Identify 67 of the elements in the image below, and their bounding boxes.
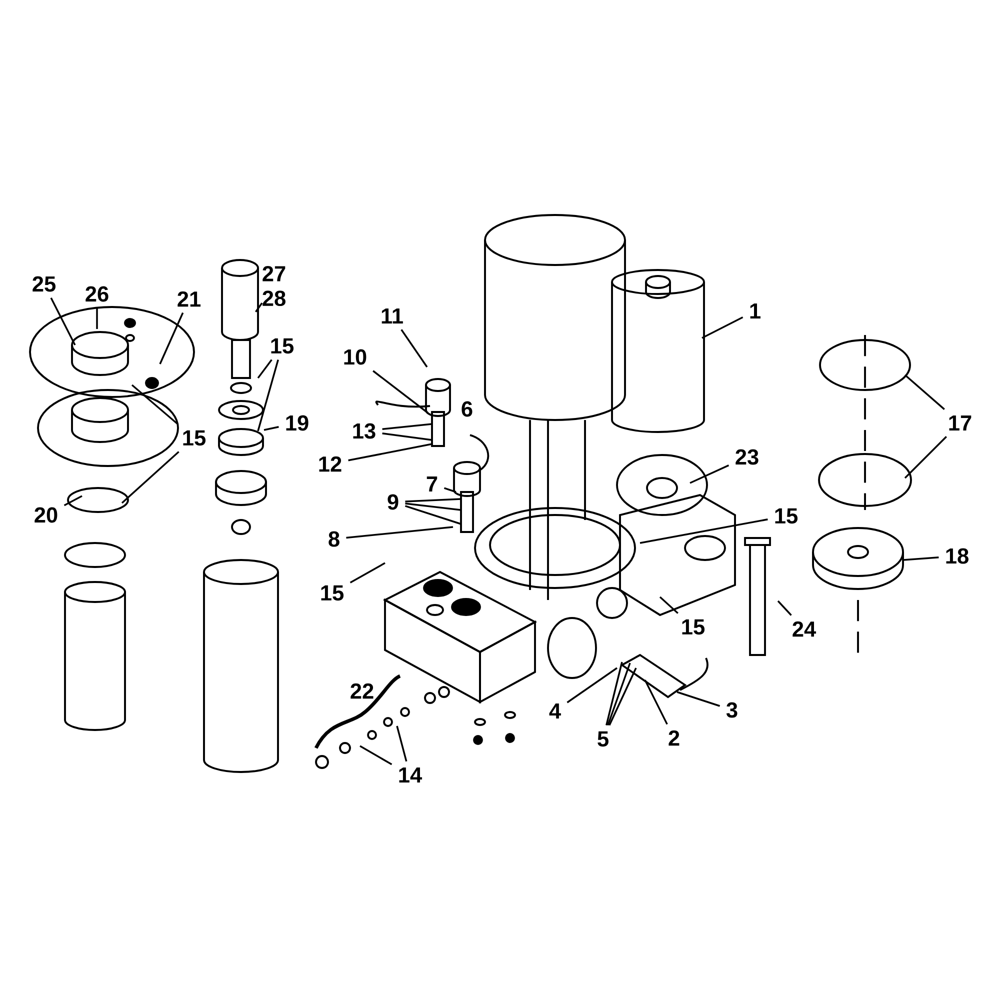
callout-number: 19 <box>286 415 308 431</box>
leader-line <box>159 312 184 364</box>
leader-line <box>257 360 279 432</box>
callout-number: 15 <box>271 338 294 354</box>
callout-number: 8 <box>328 531 340 547</box>
callout-number: 22 <box>350 683 374 699</box>
leader-line <box>382 423 432 430</box>
callout-number: 13 <box>353 423 376 439</box>
callout-number: 27 28 <box>262 266 286 306</box>
leader-line <box>659 596 678 614</box>
leader-line <box>676 691 720 707</box>
leader-line <box>606 662 623 726</box>
callout-number: 26 <box>86 286 108 302</box>
callout-number: 9 <box>388 494 398 510</box>
callout-number: 6 <box>462 401 472 417</box>
leader-line <box>257 359 272 379</box>
leader-line <box>396 726 408 762</box>
callout-number: 15 <box>183 430 206 446</box>
callout-number: 3 <box>726 702 738 718</box>
callout-number: 17 <box>949 416 972 430</box>
leader-line <box>444 487 456 493</box>
callout-number: 24 <box>792 621 816 637</box>
callout-number: 15 <box>682 619 705 635</box>
leader-line <box>405 502 462 511</box>
leader-line <box>566 667 618 704</box>
leader-line <box>607 662 631 726</box>
callout-number: 12 <box>319 456 342 472</box>
leader-line <box>608 668 637 726</box>
leader-line <box>690 464 730 484</box>
callout-number: 25 <box>32 276 56 292</box>
leader-line <box>702 316 744 339</box>
callout-number: 2 <box>668 730 680 746</box>
leader-line <box>777 600 792 616</box>
leader-line <box>50 297 76 346</box>
leader-line <box>64 495 82 506</box>
callout-number: 11 <box>382 308 403 324</box>
leader-line <box>131 384 178 425</box>
callout-number: 15 <box>775 508 798 524</box>
leader-line <box>264 426 279 431</box>
callout-number: 21 <box>178 291 201 307</box>
leader-line <box>405 498 462 502</box>
leader-line <box>902 556 939 561</box>
callout-number: 7 <box>426 476 438 492</box>
leader-line <box>350 562 386 584</box>
callout-number: 18 <box>946 548 968 564</box>
leader-line <box>904 436 947 479</box>
leader-line <box>96 308 98 329</box>
leader-line <box>255 302 263 312</box>
leader-line <box>121 451 180 504</box>
leader-line <box>904 374 945 410</box>
callout-number: 10 <box>344 349 366 365</box>
callout-number: 15 <box>321 585 344 601</box>
leader-line <box>404 505 462 525</box>
leader-line <box>644 680 668 725</box>
leader-line <box>348 443 432 462</box>
callout-number: 4 <box>549 704 561 718</box>
leader-line <box>360 745 392 766</box>
callout-number: 20 <box>34 507 58 523</box>
leader-line <box>640 518 768 544</box>
leader-line <box>346 526 454 539</box>
callout-number: 5 <box>598 731 608 747</box>
callout-number: 14 <box>399 768 422 782</box>
callout-number: 23 <box>736 449 758 465</box>
leader-line <box>400 329 428 368</box>
leader-line <box>372 370 429 414</box>
leader-line <box>382 432 432 441</box>
callout-number: 1 <box>750 304 760 318</box>
